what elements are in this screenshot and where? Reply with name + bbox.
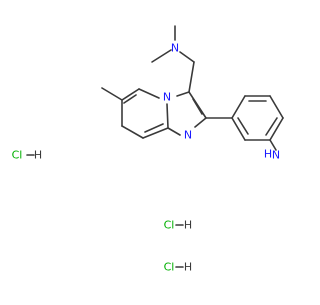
bond: [167, 127, 181, 136]
salt-hydrogen-label: H: [184, 261, 192, 274]
molecule-structure: N N N H N Cl H Cl H Cl H: [12, 25, 284, 274]
bond: [101, 87, 123, 101]
bond: [188, 61, 195, 93]
bond: [151, 49, 172, 63]
bond: [138, 88, 160, 99]
bond: [121, 88, 140, 101]
bond: [269, 139, 277, 151]
bond: [179, 51, 195, 63]
atom-label-n: N: [272, 149, 280, 162]
salt-hydrogen-label: H: [34, 149, 42, 162]
bond: [269, 117, 284, 141]
atom-label-n: N: [184, 129, 192, 142]
bond: [142, 127, 169, 139]
atom-label-h: H: [264, 148, 272, 161]
salt-hydrogen-label: H: [184, 219, 192, 232]
structure-canvas: N N N H N Cl H Cl H Cl H: [12, 25, 284, 274]
bond: [123, 94, 137, 104]
atom-label-n: N: [171, 42, 179, 55]
bond: [237, 117, 249, 135]
bond: [166, 103, 169, 129]
salt-chlorine-label: Cl: [12, 149, 23, 162]
atom-label-n: N: [163, 91, 171, 104]
bond: [121, 125, 144, 139]
bond: [231, 117, 246, 141]
bond: [231, 95, 246, 119]
bond: [176, 91, 190, 97]
salt-chlorine-label: Cl: [164, 219, 175, 232]
bond: [269, 95, 284, 119]
bond: [194, 117, 207, 128]
bond: [144, 123, 164, 133]
bond: [265, 117, 278, 136]
bond: [192, 98, 203, 115]
salt-chlorine-label: Cl: [164, 261, 175, 274]
